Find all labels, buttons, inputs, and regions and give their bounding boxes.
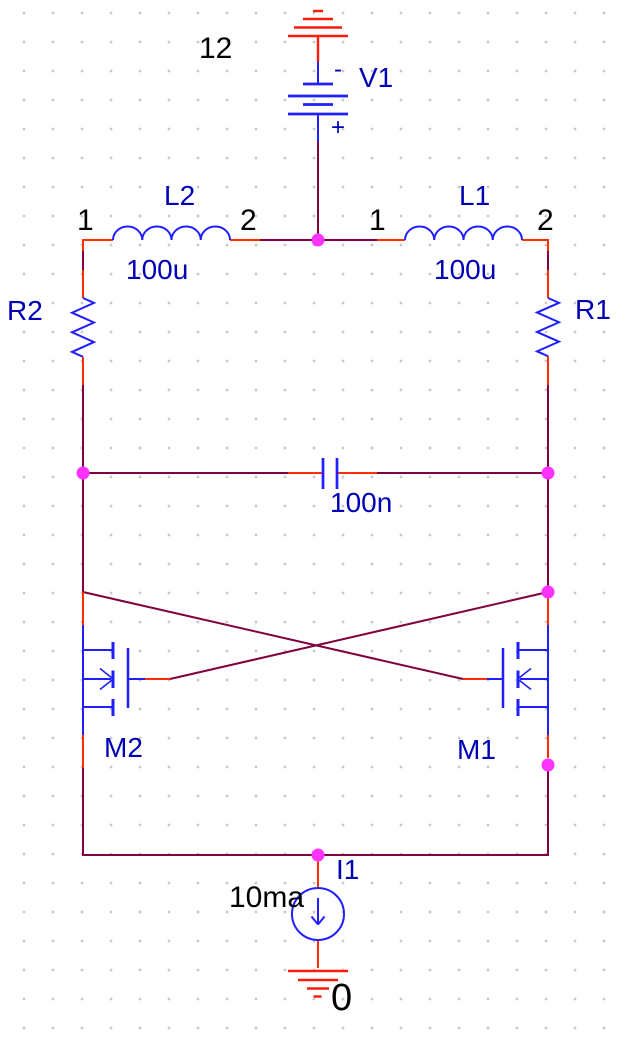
r1-ref-label[interactable]: R1 bbox=[575, 294, 611, 325]
mosfet-m1-symbol[interactable] bbox=[487, 625, 549, 735]
v1-minus-sign: - bbox=[334, 56, 342, 83]
l1-pin1-label: 1 bbox=[369, 204, 386, 237]
inductor-l1-symbol[interactable] bbox=[404, 225, 523, 241]
v1-plus-sign: + bbox=[331, 114, 346, 141]
l2-pin1-label: 1 bbox=[77, 204, 94, 237]
capacitor-symbol[interactable] bbox=[321, 458, 339, 489]
ground-net-label[interactable]: 0 bbox=[331, 977, 353, 1019]
resistor-r2-symbol[interactable] bbox=[69, 297, 97, 358]
i1-value-label[interactable]: 10ma bbox=[229, 881, 305, 914]
junction-dot bbox=[541, 758, 555, 772]
schematic-wires[interactable] bbox=[82, 142, 549, 856]
m2-ref-label[interactable]: M2 bbox=[104, 732, 143, 763]
junction-dot bbox=[541, 585, 555, 599]
l2-value-label[interactable]: 100u bbox=[126, 254, 189, 285]
l1-value-label[interactable]: 100u bbox=[434, 254, 497, 285]
current-source-i1-symbol[interactable] bbox=[291, 887, 345, 941]
junction-dot bbox=[311, 233, 325, 247]
mosfet-m2-symbol[interactable] bbox=[82, 625, 145, 735]
v1-ref-label[interactable]: V1 bbox=[359, 62, 394, 93]
battery-v1-symbol[interactable] bbox=[288, 62, 348, 142]
resistor-r1-symbol[interactable] bbox=[534, 297, 562, 358]
ground-top-symbol[interactable] bbox=[288, 9, 348, 62]
m1-ref-label[interactable]: M1 bbox=[457, 734, 496, 765]
inductor-l2-symbol[interactable] bbox=[112, 225, 231, 241]
junction-dot bbox=[311, 848, 325, 862]
junction-dots bbox=[76, 233, 555, 862]
l2-pin2-label: 2 bbox=[240, 204, 257, 237]
l2-ref-label[interactable]: L2 bbox=[164, 180, 196, 211]
cap-value-label[interactable]: 100n bbox=[330, 487, 393, 518]
l1-pin2-label: 2 bbox=[537, 204, 554, 237]
i1-ref-label[interactable]: I1 bbox=[336, 854, 360, 885]
v1-value-label[interactable]: 12 bbox=[199, 32, 233, 65]
junction-dot bbox=[541, 466, 555, 480]
l1-ref-label[interactable]: L1 bbox=[459, 180, 491, 211]
ground-bottom-symbol[interactable] bbox=[288, 969, 348, 998]
r2-ref-label[interactable]: R2 bbox=[7, 295, 43, 326]
junction-dot bbox=[76, 466, 90, 480]
component-pin-leads[interactable] bbox=[82, 239, 549, 968]
